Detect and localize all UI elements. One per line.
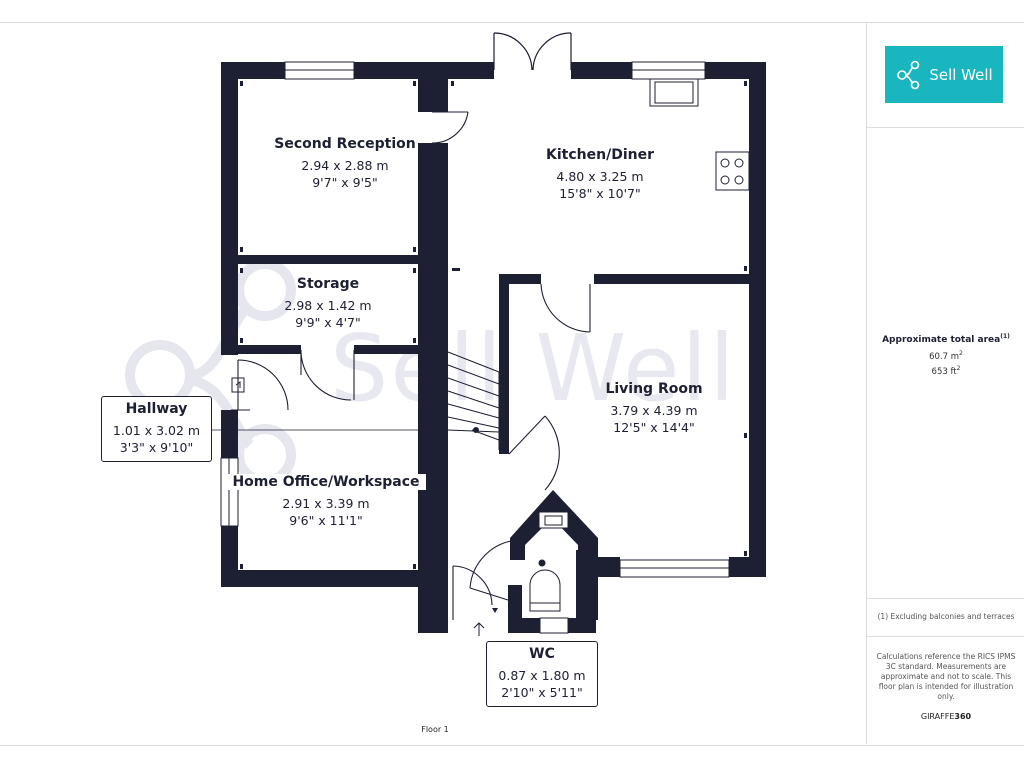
area-imperial: 653 ft2 <box>931 365 961 377</box>
storage-imperial: 9'9" x 4'7" <box>295 315 361 330</box>
hallway-label-box: Hallway 1.01 x 3.02 m 3'3" x 9'10" <box>101 396 212 462</box>
brand-logo: Sell Well <box>885 46 1003 103</box>
kitchen-diner-metric: 4.80 x 3.25 m <box>556 169 644 184</box>
logo-swirl-icon <box>897 60 920 89</box>
floor-plan <box>125 32 766 636</box>
divider <box>867 127 1024 128</box>
wc-metric: 0.87 x 1.80 m <box>498 668 586 683</box>
area-title: Approximate total area(1) <box>882 333 1010 345</box>
watermark-text: Sell Well <box>330 315 737 422</box>
second-reception-name: Second Reception <box>274 136 416 152</box>
divider <box>867 598 1024 599</box>
home-office-imperial: 9'6" x 11'1" <box>289 513 363 528</box>
home-office-metric: 2.91 x 3.39 m <box>282 496 370 511</box>
second-reception-imperial: 9'7" x 9'5" <box>312 175 378 190</box>
second-reception-metric: 2.94 x 2.88 m <box>301 158 389 173</box>
hallway-name: Hallway <box>125 401 188 417</box>
wc-imperial: 2'10" x 5'11" <box>501 685 583 700</box>
footnote: (1) Excluding balconies and terraces <box>877 612 1015 621</box>
kitchen-diner-name: Kitchen/Diner <box>546 147 654 163</box>
wc-name: WC <box>529 646 555 662</box>
area-metric: 60.7 m2 <box>929 350 963 362</box>
storage-metric: 2.98 x 1.42 m <box>284 298 372 313</box>
page-frame <box>0 22 1024 746</box>
kitchen-diner-imperial: 15'8" x 10'7" <box>559 186 641 201</box>
home-office-name: Home Office/Workspace <box>226 474 426 490</box>
divider <box>867 636 1024 637</box>
hallway-imperial: 3'3" x 9'10" <box>119 440 194 455</box>
watermark-logo-icon <box>125 259 296 486</box>
disclaimer: Calculations reference the RICS IPMS 3C … <box>876 652 1016 701</box>
giraffe360-credit: GIRAFFE360 <box>920 712 972 721</box>
storage-name: Storage <box>296 276 360 292</box>
brand-text: Sell Well <box>929 65 993 84</box>
living-room-name: Living Room <box>605 381 703 397</box>
hallway-metric: 1.01 x 3.02 m <box>112 423 201 438</box>
floor-label: Floor 1 <box>421 725 449 734</box>
wc-label-box: WC 0.87 x 1.80 m 2'10" x 5'11" <box>486 641 598 707</box>
living-room-metric: 3.79 x 4.39 m <box>610 403 698 418</box>
living-room-imperial: 12'5" x 14'4" <box>613 420 695 435</box>
info-sidebar: Sell Well Approximate total area(1) 60.7… <box>866 22 1024 744</box>
walls <box>221 62 766 633</box>
